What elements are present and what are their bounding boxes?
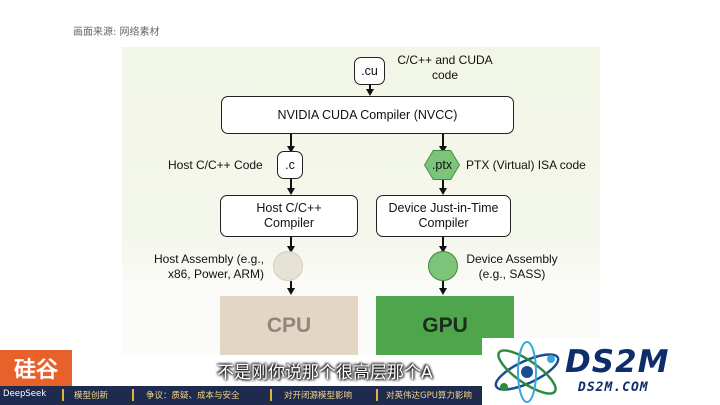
ticker-separator (270, 389, 272, 401)
source-note: 画面来源: 网络素材 (73, 27, 160, 38)
arrow-asm-cpu-head (287, 288, 295, 295)
host-assembly-label: Host Assembly (e.g., x86, Power, ARM) (153, 252, 264, 281)
cpu-chip: CPU (220, 296, 358, 355)
arrow-devcomp-asm (442, 237, 444, 249)
arrow-hostcomp-asm-head (287, 246, 295, 253)
arrow-asm-cpu (290, 281, 292, 291)
arrow-c-hostcomp-head (287, 188, 295, 195)
ptx-file-label: .ptx (431, 158, 453, 172)
atom-icon (494, 341, 560, 403)
ticker-separator (376, 389, 378, 401)
arrow-cu-nvcc-head (366, 89, 374, 96)
arrow-asm-gpu-head (439, 288, 447, 295)
device-compiler-label: Device Just-in-Time Compiler (388, 201, 499, 230)
host-compiler-box: Host C/C++ Compiler (220, 195, 358, 237)
c-file-box: .c (277, 151, 303, 179)
device-compiler-box: Device Just-in-Time Compiler (376, 195, 511, 237)
channel-logo: 硅谷 (0, 350, 72, 386)
watermark-panel (482, 338, 720, 405)
channel-logo-text: 硅谷 (13, 358, 58, 383)
ticker-item-4[interactable]: 对英伟达GPU算力影响 (386, 391, 472, 401)
c-file-label: .c (285, 157, 295, 172)
watermark-title: DS2M (565, 344, 670, 380)
host-code-label: Host C/C++ Code (168, 158, 263, 172)
arrow-ptx-devcomp-head (439, 188, 447, 195)
device-assembly-circle (428, 251, 458, 281)
ticker-separator (132, 389, 134, 401)
arrow-nvcc-ptx-head (439, 146, 447, 153)
arrow-c-hostcomp (290, 179, 292, 191)
host-compiler-label: Host C/C++ Compiler (256, 201, 322, 230)
arrow-nvcc-c (290, 134, 292, 149)
ticker-item-0[interactable]: DeepSeek (3, 389, 47, 399)
arrow-hostcomp-asm (290, 237, 292, 249)
ticker-item-3[interactable]: 对开闭源模型影响 (284, 391, 353, 401)
gpu-label: GPU (422, 314, 468, 337)
nvcc-box: NVIDIA CUDA Compiler (NVCC) (221, 96, 514, 134)
arrow-ptx-devcomp (442, 180, 444, 191)
ticker-item-2[interactable]: 争议：质疑、成本与安全 (146, 391, 240, 401)
watermark-url: DS2M.COM (578, 380, 649, 395)
host-assembly-circle (273, 251, 303, 281)
arrow-nvcc-ptx (442, 134, 444, 149)
arrow-nvcc-c-head (287, 146, 295, 153)
ticker-separator (62, 389, 64, 401)
arrow-devcomp-asm-head (439, 246, 447, 253)
cu-file-box: .cu (354, 57, 385, 85)
cpu-label: CPU (266, 314, 312, 337)
cu-description: C/C++ and CUDA code (397, 53, 493, 82)
ticker-item-1[interactable]: 模型创新 (74, 391, 109, 401)
cu-file-label: .cu (361, 63, 378, 78)
nvcc-label: NVIDIA CUDA Compiler (NVCC) (277, 107, 458, 122)
ptx-label: PTX (Virtual) ISA code (466, 158, 586, 172)
arrow-asm-gpu (442, 281, 444, 291)
slide-fade (122, 237, 600, 355)
diagram-slide: .cu C/C++ and CUDA code NVIDIA CUDA Comp… (122, 47, 600, 355)
device-assembly-label: Device Assembly (e.g., SASS) (466, 252, 558, 281)
video-subtitle: 不是刚你说那个很高层那个A (217, 363, 433, 383)
arrow-cu-nvcc (369, 85, 371, 91)
